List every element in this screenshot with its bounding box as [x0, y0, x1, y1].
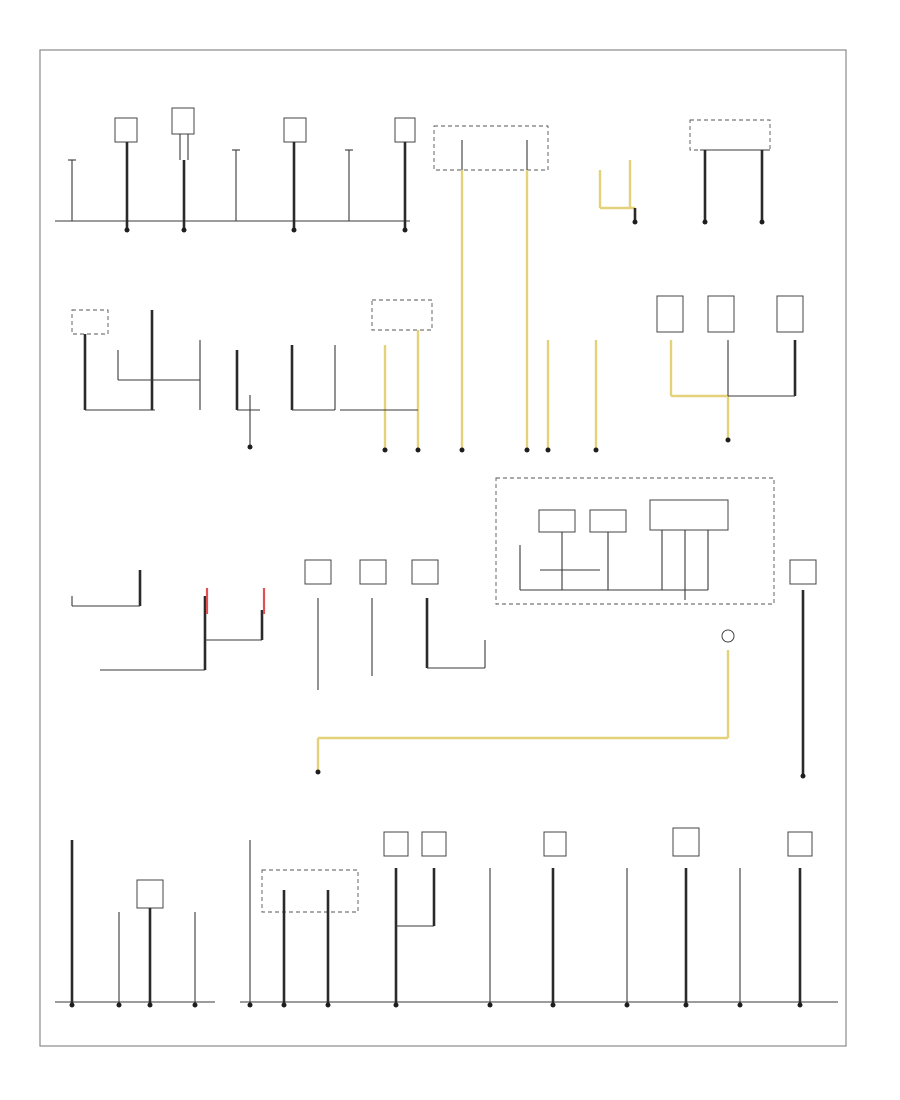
row-4-components [55, 827, 838, 1008]
row-1-drop-1 [68, 159, 76, 221]
row-1-drop-7 [394, 117, 416, 230]
row-1-right-group-a [598, 160, 638, 225]
row-2-components [71, 295, 804, 453]
row-1-drop-6 [345, 149, 353, 221]
row-1-module-dashed [433, 125, 549, 171]
row-1-components [55, 107, 771, 233]
row-1-drop-4 [232, 149, 240, 221]
row-1-drop-5 [283, 117, 307, 230]
row-3-large-module [495, 477, 775, 605]
row-1-drop-2 [114, 117, 138, 230]
row-1-right-group-b [689, 119, 771, 225]
row-3-components [71, 477, 817, 779]
diagram-frame [39, 49, 847, 1047]
row-1-drop-3 [171, 107, 195, 230]
